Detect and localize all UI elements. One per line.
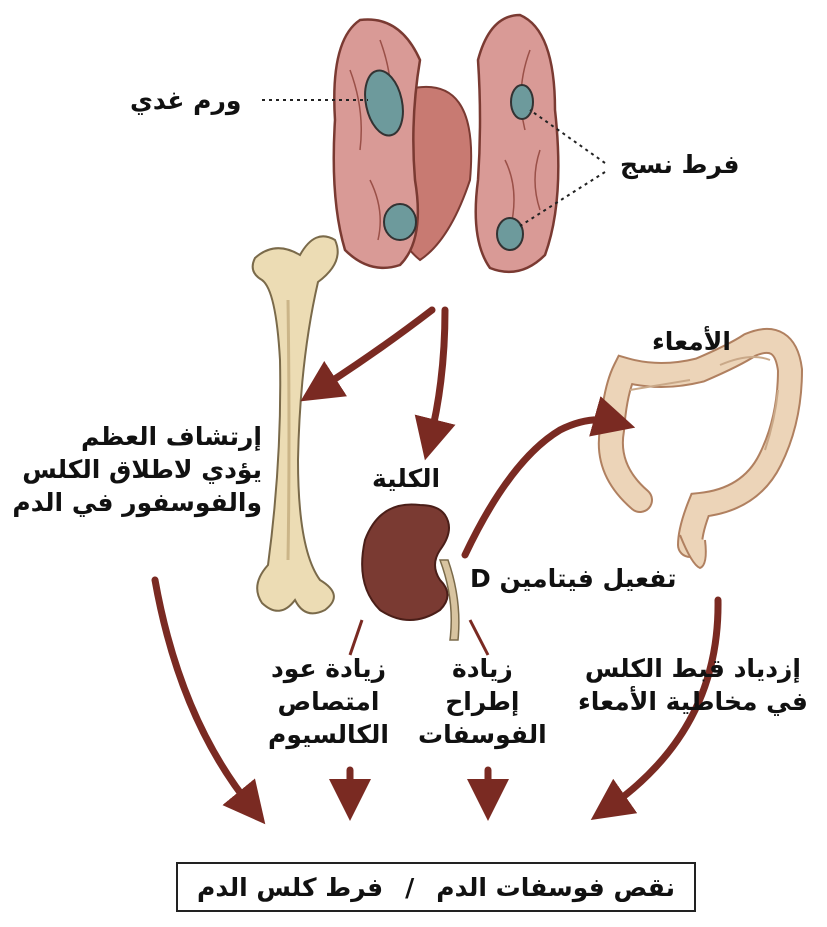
leader-hyperplasia-bottom [519, 171, 606, 227]
adenoma-nodule [364, 69, 404, 137]
label-bone-resorption: إرتشاف العظم يؤدي لاطلاق الكلس والفوسفور… [12, 420, 262, 519]
phosphate-line-3: الفوسفات [418, 720, 547, 749]
label-hyperplasia: فرط نسج [620, 150, 740, 179]
bone-line-2: يؤدي لاطلاق الكلس [22, 455, 262, 484]
result-hypercalcemia: فرط كلس الدم [197, 872, 384, 902]
leader-hyperplasia-top [529, 109, 606, 164]
intestine [597, 328, 804, 570]
result-box: نقص فوسفات الدم / فرط كلس الدم [176, 862, 696, 912]
label-adenoma: ورم غدي [130, 86, 242, 115]
arrow-gland-to-kidney [414, 306, 456, 461]
hyperplasia-nodule-bottom [496, 217, 524, 251]
kidney-line-calcium [348, 619, 364, 656]
kidney [361, 503, 460, 641]
hyperplasia-nodule-top [510, 84, 534, 120]
calcium-line-1: زيادة عود [270, 654, 386, 683]
calcium-line-2: امتصاص [277, 687, 380, 716]
label-phosphate-excretion: زيادة إطراح الفوسفات [418, 652, 547, 751]
label-calcium-reabsorption: زيادة عود امتصاص الكالسيوم [268, 652, 389, 751]
bone-femur [251, 235, 339, 615]
label-intestinal-absorption: إزدياد قبط الكلس في مخاطية الأمعاء [578, 652, 808, 718]
intestinal-line-2: في مخاطية الأمعاء [578, 687, 808, 716]
phosphate-line-2: إطراح [445, 687, 520, 716]
bone-shading [286, 299, 291, 561]
arrows [151, 306, 722, 825]
hyperplasia-nodule-left [383, 203, 417, 241]
arrow-bone-to-result [151, 576, 266, 825]
arrow-kidney-to-intestine [461, 396, 636, 559]
bone-line-3: والفوسفور في الدم [12, 488, 262, 517]
bone-line-1: إرتشاف العظم [81, 422, 262, 451]
intestinal-line-1: إزدياد قبط الكلس [584, 654, 801, 683]
label-intestine: الأمعاء [652, 327, 731, 356]
result-hypophosphatemia: نقص فوسفات الدم [436, 872, 675, 902]
connector-lines [348, 619, 490, 656]
label-vitamin-d: تفعيل فيتامين D [470, 564, 677, 593]
result-separator: / [405, 872, 415, 902]
arrow-gland-to-bone [300, 306, 436, 402]
arrow-intestine-to-result [590, 596, 722, 821]
parathyroid-gland [332, 13, 560, 274]
kidney-line-phosphate [468, 619, 490, 656]
label-kidney: الكلية [372, 464, 441, 493]
calcium-line-3: الكالسيوم [268, 720, 389, 749]
phosphate-line-1: زيادة [451, 654, 513, 683]
